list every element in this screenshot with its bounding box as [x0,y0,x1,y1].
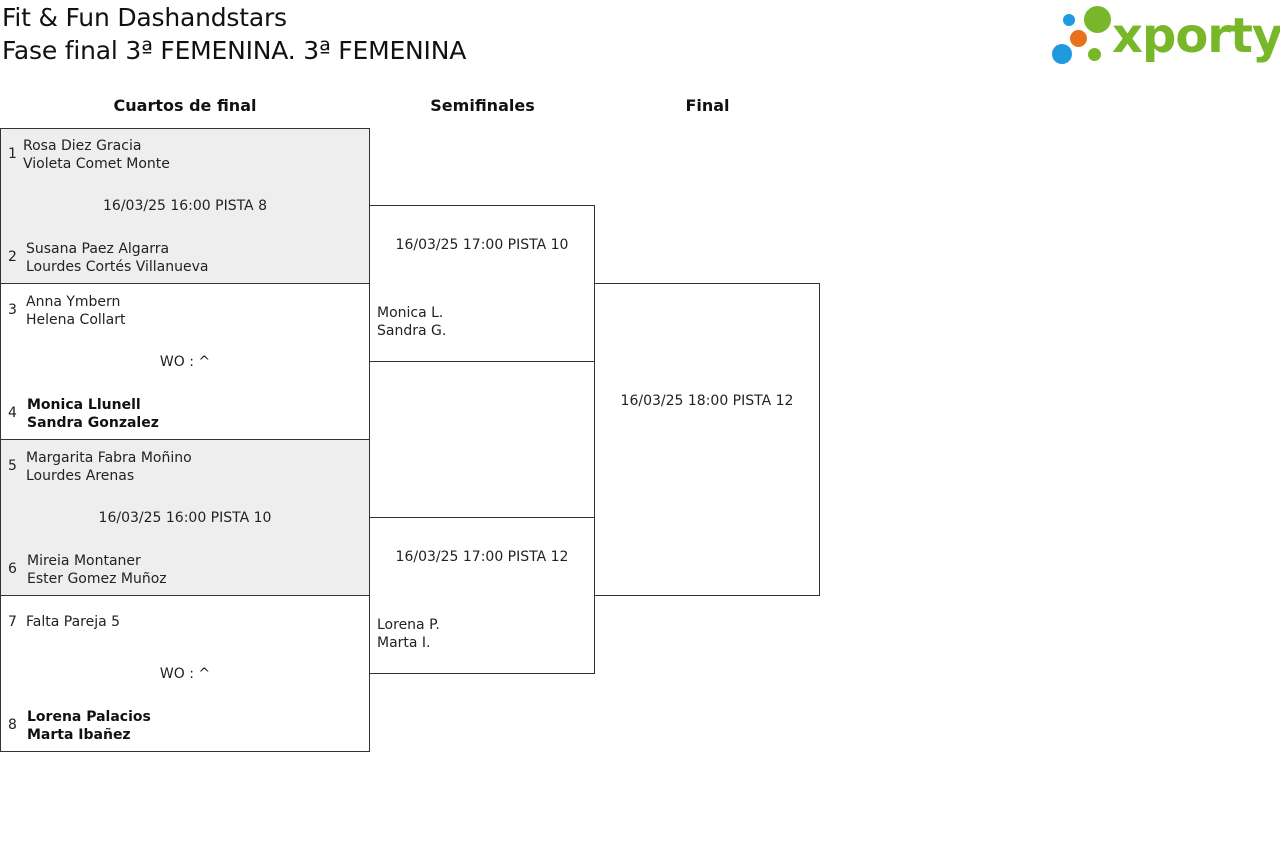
semifinal-match-1[interactable]: 16/03/25 17:00 PISTA 10 Monica L. Sandra… [369,205,595,362]
seed-number: 3 [8,302,17,318]
match-info: 16/03/25 17:00 PISTA 10 [395,237,569,253]
player-name: Monica Llunell [27,397,141,413]
semifinal-team[interactable]: Monica L. Sandra G. [377,304,446,340]
round-header-semifinals: Semifinales [430,96,535,115]
seed-number: 4 [8,405,17,421]
seed-number: 6 [8,561,17,577]
logo-dot-green-small-icon [1088,48,1101,61]
seed-number: 7 [8,614,17,630]
player-name: Sandra Gonzalez [27,415,159,431]
semifinal-match-2[interactable]: 16/03/25 17:00 PISTA 12 Lorena P. Marta … [369,517,595,674]
team-6[interactable]: Mireia Montaner Ester Gomez Muñoz [27,552,167,588]
player-name: Helena Collart [26,312,126,328]
team-3[interactable]: Anna Ymbern Helena Collart [26,293,126,329]
logo-dot-green-icon [1084,6,1111,33]
player-name: Marta I. [377,635,431,651]
seed-number: 5 [8,458,17,474]
team-4-winner[interactable]: Monica Llunell Sandra Gonzalez [27,396,159,432]
match-info: WO : ^ [159,666,211,682]
match-info: 16/03/25 16:00 PISTA 8 [103,198,267,214]
player-name: Lorena Palacios [27,709,151,725]
phase-title: Fase final 3ª FEMENINA. 3ª FEMENINA [2,36,467,65]
match-info: 16/03/25 17:00 PISTA 12 [395,549,569,565]
player-name: Lorena P. [377,617,440,633]
round-header-final: Final [685,96,730,115]
seed-number: 8 [8,717,17,733]
player-name: Mireia Montaner [27,553,141,569]
logo-wordmark: xporty [1112,8,1280,64]
xporty-logo: xporty [1050,4,1280,68]
player-name: Rosa Diez Gracia [23,138,142,154]
team-2[interactable]: Susana Paez Algarra Lourdes Cortés Villa… [26,240,208,276]
player-name: Lourdes Arenas [26,468,135,484]
seed-number: 1 [8,146,17,162]
team-1[interactable]: Rosa Diez Gracia Violeta Comet Monte [23,137,170,173]
match-info: 16/03/25 18:00 PISTA 12 [620,393,794,409]
player-name: Lourdes Cortés Villanueva [26,259,209,275]
quarterfinal-match-4[interactable]: 7 Falta Pareja 5 WO : ^ 8 Lorena Palacio… [0,595,370,752]
round-header-quarterfinals: Cuartos de final [113,96,257,115]
team-5[interactable]: Margarita Fabra Moñino Lourdes Arenas [26,449,192,485]
logo-dot-blue-large-icon [1052,44,1072,64]
team-8-winner[interactable]: Lorena Palacios Marta Ibañez [27,708,151,744]
semifinal-team[interactable]: Lorena P. Marta I. [377,616,440,652]
player-name: Marta Ibañez [27,727,131,743]
player-name: Sandra G. [377,323,447,339]
logo-dot-orange-icon [1070,30,1087,47]
player-name: Margarita Fabra Moñino [26,450,192,466]
match-info: 16/03/25 16:00 PISTA 10 [98,510,272,526]
player-name: Monica L. [377,305,444,321]
logo-dot-blue-small-icon [1063,14,1075,26]
player-name: Anna Ymbern [26,294,121,310]
tournament-title: Fit & Fun Dashandstars [2,3,287,32]
final-match[interactable]: 16/03/25 18:00 PISTA 12 [594,283,820,596]
match-info: WO : ^ [159,354,211,370]
quarterfinal-match-1[interactable]: 1 Rosa Diez Gracia Violeta Comet Monte 1… [0,128,370,284]
team-7[interactable]: Falta Pareja 5 [26,613,120,631]
quarterfinal-match-3[interactable]: 5 Margarita Fabra Moñino Lourdes Arenas … [0,439,370,596]
player-name: Ester Gomez Muñoz [27,571,167,587]
seed-number: 2 [8,249,17,265]
quarterfinal-match-2[interactable]: 3 Anna Ymbern Helena Collart WO : ^ 4 Mo… [0,283,370,440]
player-name: Violeta Comet Monte [23,156,170,172]
player-name: Falta Pareja 5 [26,614,121,630]
player-name: Susana Paez Algarra [26,241,170,257]
